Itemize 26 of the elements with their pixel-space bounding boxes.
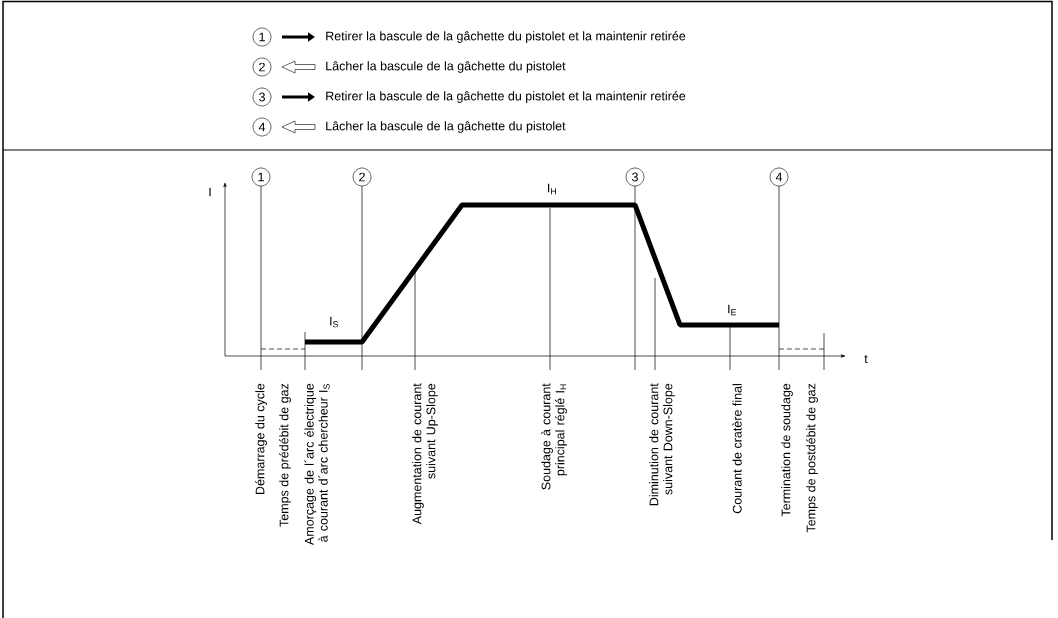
phase-label: Courant de cratère final (732, 384, 742, 514)
circled-number: 4 (252, 117, 272, 137)
legend-text: Retirer la bascule de la gâchette du pistolet et la maintenir retirée (326, 31, 686, 43)
current-label: I$_{S}$ (330, 316, 338, 328)
phase-label: Amorçage de l´arc électrique à courant d´arc chercheur I$_{S}$ (304, 383, 330, 546)
phase-label: Démarrage du cycle (255, 383, 267, 495)
current-label: I$_{H}$ (548, 183, 556, 195)
phase-label: Soudage à courant principal réglé I$_{H}$ (541, 383, 567, 490)
legend-text: Lâcher la bascule de la gâchette du pistolet (326, 61, 566, 73)
circled-number: 3 (252, 87, 272, 107)
legend-text: Lâcher la bascule de la gâchette du pistolet (326, 121, 566, 133)
legend-text: Retirer la bascule de la gâchette du pistolet et la maintenir retirée (326, 91, 686, 103)
phase-label: Temps de postdébit de gaz (806, 383, 818, 533)
phase-label: Temps de prédébit de gaz (279, 383, 291, 527)
phase-label: Diminution de courant suivant Down-Slope (649, 383, 675, 506)
circled-number: 2 (252, 57, 272, 77)
phase-label: Augmentation de courant suivant Up-Slope (412, 383, 438, 525)
axis-label: I (209, 187, 211, 197)
phase-label: Termination de soudage (781, 383, 793, 517)
axis-label: t (864, 354, 868, 364)
circled-number: 1 (251, 167, 271, 187)
circled-number: 1 (252, 27, 272, 47)
circled-number: 4 (769, 167, 789, 187)
current-label: I$_{E}$ (728, 304, 737, 316)
circled-number: 3 (625, 167, 645, 187)
circled-number: 2 (352, 167, 372, 187)
